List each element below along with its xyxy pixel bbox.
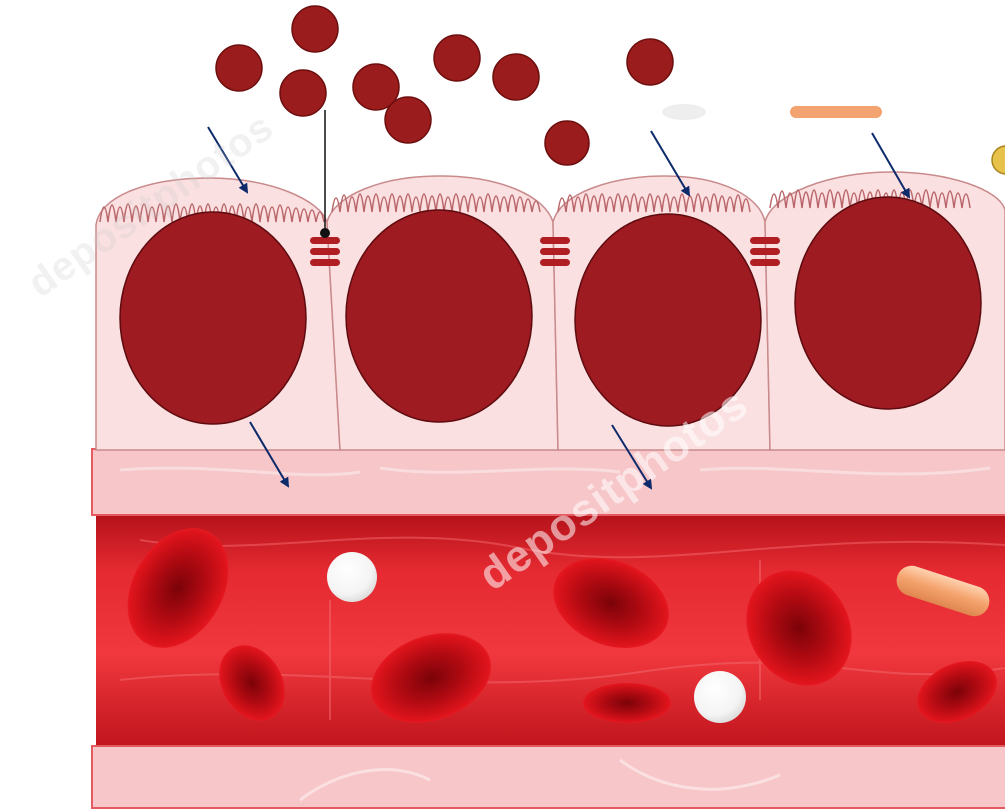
nutrient-particle-icon [292,6,338,52]
nutrient-particle-icon [434,35,480,81]
white-blood-cell-icon [327,552,377,602]
vessel-lumen [96,512,1005,748]
nutrient-particle-icon [627,39,673,85]
nutrient-particles [216,6,673,165]
red-blood-cell-icon [583,683,671,723]
nutrient-particle-icon [545,121,589,165]
tight-junction-icon [540,237,570,266]
blood-vessel [96,512,1005,748]
tight-junction-icon [310,237,340,266]
lower-membrane [92,746,1005,808]
white-blood-cell-icon [694,671,746,723]
nutrient-particle-icon [385,97,431,143]
background-fragment [992,146,1005,174]
nutrient-particle-icon [216,45,262,91]
tight-junction-icon [750,237,780,266]
nutrient-particle-icon [280,70,326,116]
nucleus-icon [120,212,306,424]
nucleus-icon [346,210,532,422]
background-fragment [662,104,706,120]
background-fragment [790,106,882,118]
pointer-dot [320,228,330,238]
nucleus-icon [575,214,761,426]
basement-membrane [92,449,1005,515]
nutrient-particle-icon [493,54,539,100]
nucleus-icon [795,197,981,409]
